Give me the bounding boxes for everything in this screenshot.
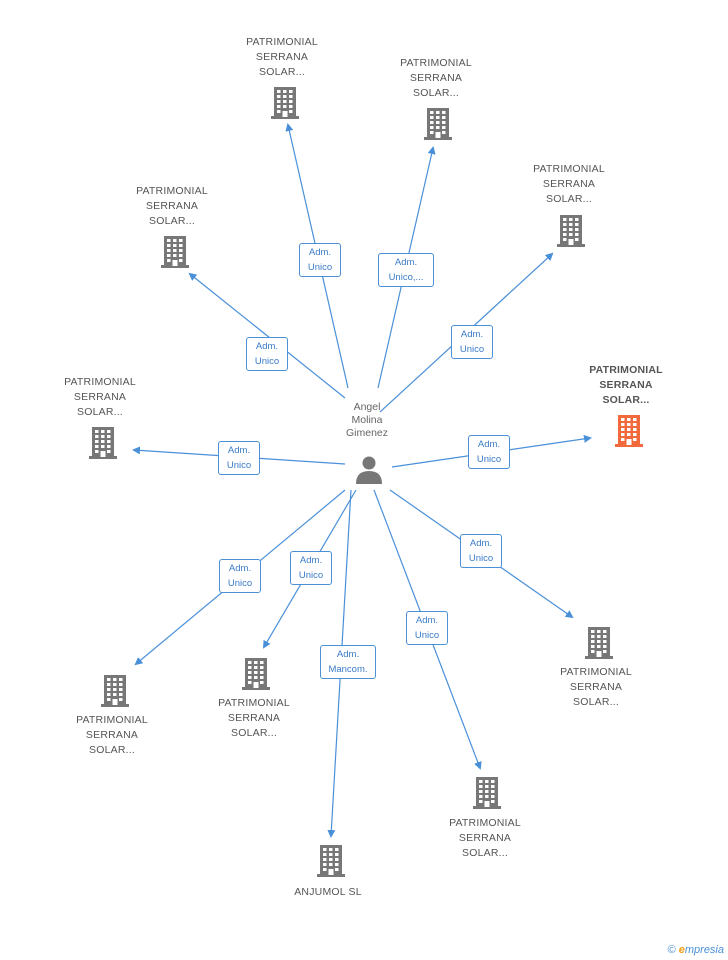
- building-icon[interactable]: [101, 675, 129, 707]
- person-icon[interactable]: [356, 456, 382, 485]
- company-name-line: SOLAR...: [231, 727, 277, 739]
- relation-label-line: Adm.: [255, 341, 279, 352]
- relation-label-line: Adm.: [469, 538, 493, 549]
- company-name[interactable]: PATRIMONIAL SERRANA SOLAR...: [199, 696, 309, 741]
- company-name[interactable]: PATRIMONIAL SERRANA SOLAR...: [381, 56, 491, 101]
- company-name-line: SERRANA: [569, 681, 623, 693]
- person-name-line: Molina: [351, 414, 383, 426]
- relation-label: Adm. Mancom.: [320, 645, 376, 679]
- relation-label-line: Adm.: [228, 563, 252, 574]
- relation-label-line: Adm.: [227, 445, 251, 456]
- building-icon[interactable]: [317, 845, 345, 877]
- company-name-line: SOLAR...: [149, 215, 195, 227]
- company-name-line: PATRIMONIAL: [76, 714, 148, 726]
- brand-name: mpresia: [684, 944, 724, 956]
- relation-label-line: Unico: [254, 356, 280, 367]
- relation-label: Adm. Unico: [406, 611, 448, 645]
- company-name-line: SOLAR...: [546, 193, 592, 205]
- company-name-line: PATRIMONIAL: [449, 817, 521, 829]
- company-name-line: SERRANA: [542, 178, 596, 190]
- company-name[interactable]: PATRIMONIAL SERRANA SOLAR...: [45, 375, 155, 420]
- person-name-line: Gimenez: [345, 427, 388, 439]
- company-name-line: SERRANA: [85, 729, 139, 741]
- company-name-line: PATRIMONIAL: [533, 163, 605, 175]
- company-name-line: PATRIMONIAL: [64, 376, 136, 388]
- relation-label-line: Adm.: [336, 649, 360, 660]
- company-name[interactable]: PATRIMONIAL SERRANA SOLAR...: [571, 363, 681, 408]
- company-name-line: PATRIMONIAL: [589, 364, 663, 376]
- company-name-line: SOLAR...: [573, 696, 619, 708]
- company-name-line: SOLAR...: [77, 406, 123, 418]
- relation-label: Adm. Unico: [246, 337, 288, 371]
- copyright-symbol: ©: [667, 944, 676, 956]
- relation-label: Adm. Unico: [468, 435, 510, 469]
- company-name[interactable]: PATRIMONIAL SERRANA SOLAR...: [117, 184, 227, 229]
- relation-label-line: Unico: [414, 630, 440, 641]
- company-name[interactable]: PATRIMONIAL SERRANA SOLAR...: [227, 35, 337, 80]
- relation-label: Adm. Unico: [219, 559, 261, 593]
- footer-brand: ©empresia: [668, 944, 724, 956]
- company-name-line: SERRANA: [458, 832, 512, 844]
- relation-label-line: Adm.: [477, 439, 501, 450]
- relation-label-line: Unico,...: [388, 272, 424, 283]
- company-name[interactable]: PATRIMONIAL SERRANA SOLAR...: [430, 816, 540, 861]
- company-name-line: ANJUMOL SL: [294, 886, 362, 898]
- relation-label-line: Unico: [227, 578, 253, 589]
- company-name-line: PATRIMONIAL: [218, 697, 290, 709]
- company-name-line: SOLAR...: [413, 87, 459, 99]
- company-name-line: SERRANA: [145, 200, 199, 212]
- company-name-line: SERRANA: [255, 51, 309, 63]
- relation-label-line: Unico: [307, 262, 333, 273]
- relation-label-line: Adm.: [460, 329, 484, 340]
- relation-label-line: Adm.: [394, 257, 418, 268]
- building-icon[interactable]: [424, 108, 452, 140]
- relation-label: Adm. Unico,...: [378, 253, 434, 287]
- company-name[interactable]: PATRIMONIAL SERRANA SOLAR...: [514, 162, 624, 207]
- building-icon[interactable]: [473, 777, 501, 809]
- company-name-line: PATRIMONIAL: [246, 36, 318, 48]
- relation-label: Adm. Unico: [451, 325, 493, 359]
- relation-label-line: Adm.: [415, 615, 439, 626]
- brand-initial: e: [678, 944, 685, 956]
- company-name-line: SERRANA: [599, 379, 653, 391]
- company-name-line: SERRANA: [73, 391, 127, 403]
- relation-label-line: Adm.: [299, 555, 323, 566]
- relation-label-line: Unico: [459, 344, 485, 355]
- company-name-line: SERRANA: [409, 72, 463, 84]
- company-name[interactable]: PATRIMONIAL SERRANA SOLAR...: [57, 713, 167, 758]
- person-name-line: Angel: [353, 401, 381, 413]
- building-icon[interactable]: [242, 658, 270, 690]
- building-icon[interactable]: [89, 427, 117, 459]
- edge-n4: [188, 272, 346, 399]
- relation-label: Adm. Unico: [218, 441, 260, 475]
- building-icon[interactable]: [161, 236, 189, 268]
- company-name-line: SERRANA: [227, 712, 281, 724]
- building-icon[interactable]: [557, 215, 585, 247]
- company-name-line: PATRIMONIAL: [400, 57, 472, 69]
- relation-label-line: Mancom.: [328, 664, 368, 675]
- relation-label: Adm. Unico: [290, 551, 332, 585]
- company-name[interactable]: PATRIMONIAL SERRANA SOLAR...: [541, 665, 651, 710]
- building-icon[interactable]: [271, 87, 299, 119]
- relation-label-line: Unico: [468, 553, 494, 564]
- relation-label-line: Adm.: [308, 247, 332, 258]
- relation-label-line: Unico: [476, 454, 502, 465]
- company-name-line: SOLAR...: [462, 847, 508, 859]
- company-name-line: SOLAR...: [89, 744, 135, 756]
- relation-label-line: Unico: [226, 460, 252, 471]
- company-name-line: PATRIMONIAL: [560, 666, 632, 678]
- building-icon[interactable]: [585, 627, 613, 659]
- relation-label: Adm. Unico: [460, 534, 502, 568]
- company-name-line: SOLAR...: [259, 66, 305, 78]
- company-name[interactable]: ANJUMOL SL: [273, 885, 383, 900]
- building-icon[interactable]: [615, 415, 643, 447]
- relation-label-line: Unico: [298, 570, 324, 581]
- company-name-line: SOLAR...: [602, 394, 650, 406]
- company-name-line: PATRIMONIAL: [136, 185, 208, 197]
- relation-label: Adm. Unico: [299, 243, 341, 277]
